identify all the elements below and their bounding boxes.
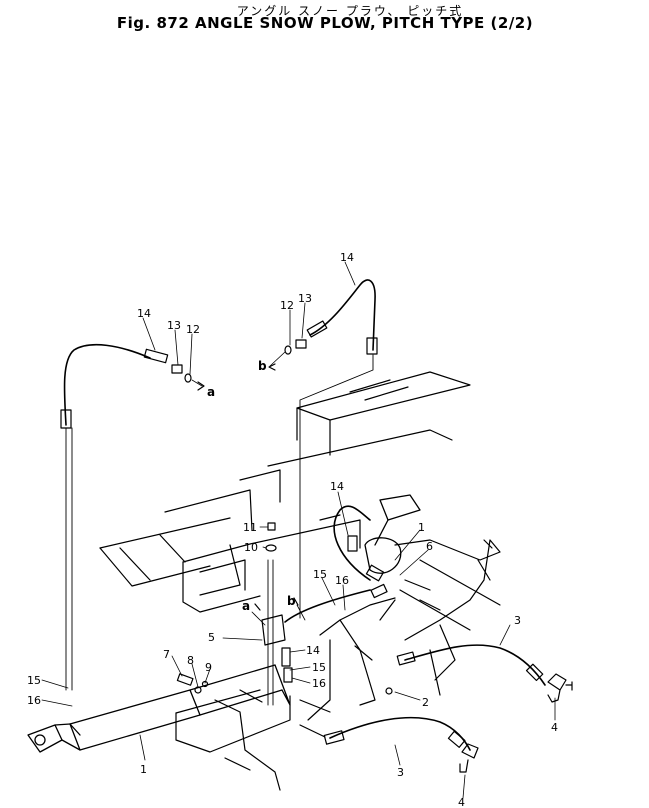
callout-a-mid: a: [242, 599, 250, 613]
hoses: [63, 279, 546, 751]
callout-4-right: 4: [551, 721, 558, 734]
callout-3-right: 3: [514, 614, 521, 627]
callout-15-mid: 15: [313, 568, 327, 581]
hose-14-left: [63, 343, 151, 426]
hose-14-mid: [333, 505, 371, 581]
callout-1-bottom: 1: [140, 763, 147, 776]
callout-4-bottom: 4: [458, 796, 465, 808]
ref-arrows: [197, 363, 393, 695]
leader-lines: [41, 261, 556, 799]
callout-12-mid: 12: [280, 299, 294, 312]
callout-16-low: 16: [312, 677, 326, 690]
hose-3-right: [404, 644, 546, 686]
fittings: [60, 320, 544, 748]
small-fittings: [171, 339, 307, 383]
callouts: 14 14 13 12 a 12 13 b 14 1 6 11 10 15 16…: [27, 251, 558, 808]
callout-a-top: a: [207, 385, 215, 399]
callout-14-mid: 14: [330, 480, 344, 493]
callout-1-top: 1: [418, 521, 425, 534]
hose-mid-b: [284, 589, 371, 623]
callout-5: 5: [208, 631, 215, 644]
callout-13-left: 13: [167, 319, 181, 332]
cylinder-top: [364, 494, 421, 574]
callout-9: 9: [205, 661, 212, 674]
callout-2: 2: [422, 696, 429, 709]
callout-b-mid: b: [287, 594, 296, 608]
callout-16-left: 16: [27, 694, 41, 707]
callout-b-top: b: [258, 359, 267, 373]
callout-6: 6: [426, 540, 433, 553]
guide-lines: [65, 354, 374, 706]
callout-14-left: 14: [137, 307, 151, 320]
figure-title: Fig. 872 ANGLE SNOW PLOW, PITCH TYPE (2/…: [116, 14, 534, 32]
callout-15-left: 15: [27, 674, 41, 687]
plow-frame: [99, 371, 501, 791]
hose-3-bottom: [329, 716, 471, 751]
cylinder-bottom: [27, 664, 291, 753]
callout-7: 7: [163, 648, 170, 661]
callout-10: 10: [244, 541, 258, 554]
callout-11: 11: [243, 521, 257, 534]
callout-3-bottom: 3: [397, 766, 404, 779]
callout-13-mid: 13: [298, 292, 312, 305]
callout-12-left: 12: [186, 323, 200, 336]
callout-16-mid: 16: [335, 574, 349, 587]
hose-14-top: [309, 279, 376, 351]
callout-8: 8: [187, 654, 194, 667]
callout-14-top: 14: [340, 251, 354, 264]
figure-subtitle: アングル スノー プラウ、 ピッチ式: [236, 4, 464, 18]
callout-14-low: 14: [306, 644, 320, 657]
callout-15-low: 15: [312, 661, 326, 674]
